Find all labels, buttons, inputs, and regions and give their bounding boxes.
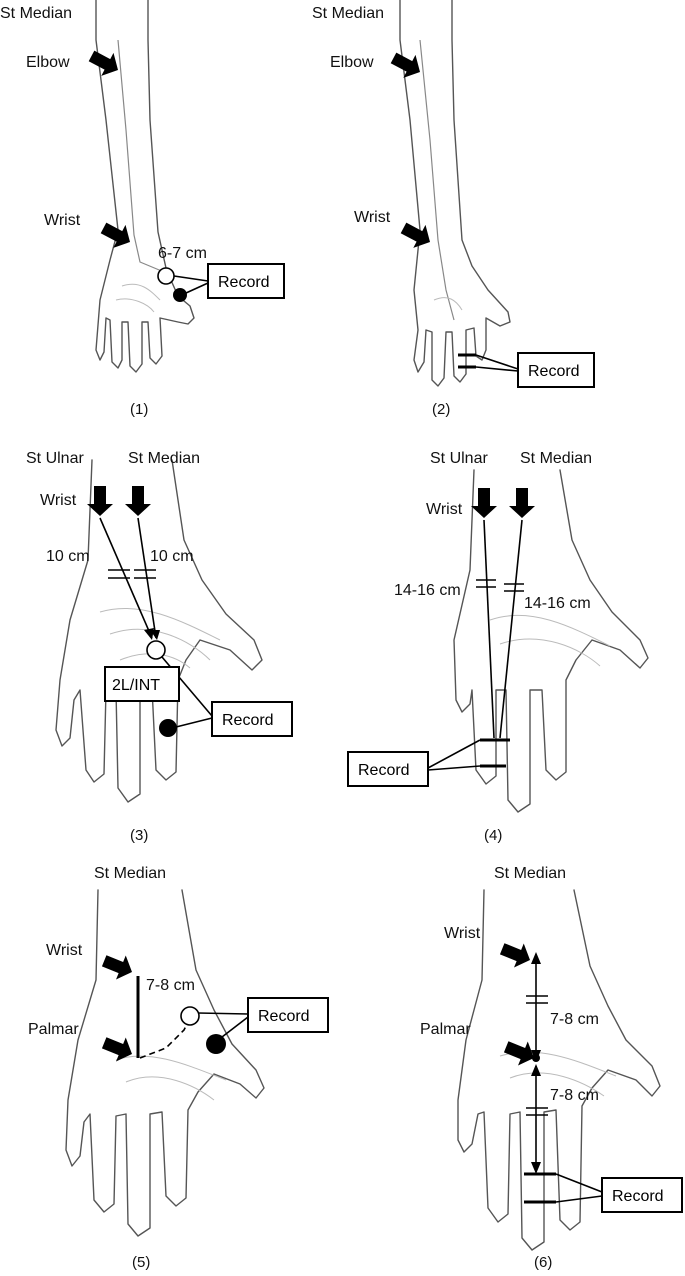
stim-label-wrist: Wrist bbox=[426, 501, 463, 518]
stim-arrow-median bbox=[509, 488, 535, 518]
nerve-label: St Median bbox=[94, 865, 166, 882]
record-label: Record bbox=[358, 762, 410, 779]
distance-tick-marks bbox=[526, 995, 548, 1116]
forearm-hand-drawing-1 bbox=[95, 0, 195, 373]
record-label: Record bbox=[612, 1188, 664, 1205]
record-box bbox=[207, 263, 285, 299]
panel-3: St Ulnar St Median Wrist 10 cm 10 cm Rec… bbox=[26, 450, 293, 844]
stim-arrow-ulnar bbox=[471, 488, 497, 518]
conduction-path-median bbox=[499, 519, 523, 739]
record-pointer-line bbox=[555, 1195, 603, 1203]
recording-electrode-open bbox=[180, 1006, 200, 1026]
panel-caption: (4) bbox=[484, 827, 502, 844]
recording-electrode-open bbox=[146, 640, 166, 660]
stim-label-elbow: Elbow bbox=[330, 54, 374, 71]
recording-electrode-open bbox=[157, 267, 175, 285]
nerve-label: St Median bbox=[494, 865, 566, 882]
record-pointer-line bbox=[197, 1012, 249, 1015]
distance-tick-marks bbox=[476, 579, 524, 592]
stim-arrow-elbow bbox=[387, 46, 427, 84]
distance-label: 6-7 cm bbox=[158, 245, 207, 262]
nerve-label: St Median bbox=[0, 5, 72, 22]
conduction-arrowhead bbox=[144, 628, 154, 640]
record-label: Record bbox=[218, 274, 270, 291]
recording-electrode-filled bbox=[173, 288, 187, 302]
hand-drawing-4 bbox=[453, 469, 649, 813]
measure-arrowhead bbox=[531, 1064, 541, 1076]
stim-label-wrist: Wrist bbox=[444, 925, 481, 942]
record-pointer-line bbox=[427, 739, 481, 769]
stim-label-elbow: Elbow bbox=[26, 54, 70, 71]
stim-label-palmar: Palmar bbox=[28, 1021, 79, 1038]
nerve-label-median: St Median bbox=[128, 450, 200, 467]
nerve-label-ulnar: St Ulnar bbox=[430, 450, 488, 467]
record-label: Record bbox=[258, 1008, 310, 1025]
stim-label-palmar: Palmar bbox=[420, 1021, 471, 1038]
record-pointer-line bbox=[555, 1173, 603, 1193]
nerve-label-median: St Median bbox=[520, 450, 592, 467]
2l-int-label: 2L/INT bbox=[112, 677, 160, 694]
stim-arrow-median bbox=[125, 486, 151, 516]
panel-caption: (6) bbox=[534, 1254, 552, 1271]
panel-1: St Median Elbow Wrist 6-7 cm Record (1) bbox=[0, 0, 285, 418]
panel-4: St Ulnar St Median Wrist 14-16 cm 14-16 … bbox=[347, 450, 649, 844]
record-label: Record bbox=[528, 363, 580, 380]
record-pointer-line bbox=[185, 282, 209, 294]
record-pointer-line bbox=[475, 366, 519, 372]
record-pointer-line bbox=[475, 354, 519, 370]
stim-label-wrist: Wrist bbox=[46, 942, 83, 959]
record-box bbox=[347, 751, 429, 787]
record-pointer-line bbox=[221, 1016, 249, 1038]
stim-dot-palmar bbox=[532, 1054, 540, 1062]
stim-label-wrist: Wrist bbox=[40, 492, 77, 509]
record-label: Record bbox=[222, 712, 274, 729]
panel-caption: (3) bbox=[130, 827, 148, 844]
recording-electrode-filled bbox=[206, 1034, 226, 1054]
distance-tick-marks bbox=[108, 569, 156, 579]
record-box bbox=[517, 352, 595, 388]
panel-2: St Median Elbow Wrist Record (2) bbox=[312, 0, 595, 418]
distance-label-median: 10 cm bbox=[150, 548, 194, 565]
stim-arrow-palmar bbox=[99, 1030, 137, 1067]
distance-label: 7-8 cm bbox=[146, 977, 195, 994]
measure-arrowhead bbox=[531, 1162, 541, 1174]
record-box bbox=[247, 997, 329, 1033]
distance-label-distal: 7-8 cm bbox=[550, 1087, 599, 1104]
nerve-label: St Median bbox=[312, 5, 384, 22]
stim-arrow-wrist bbox=[397, 216, 437, 254]
measure-dashed-path bbox=[139, 1017, 191, 1059]
distance-label-proximal: 7-8 cm bbox=[550, 1011, 599, 1028]
stim-label-wrist: Wrist bbox=[44, 212, 81, 229]
record-pointer-line bbox=[175, 717, 213, 728]
stim-arrow-wrist bbox=[99, 948, 137, 985]
distance-label-median: 14-16 cm bbox=[524, 595, 591, 612]
stim-label-wrist: Wrist bbox=[354, 209, 391, 226]
panel-6: St Median Wrist Palmar 7-8 cm 7-8 cm Rec… bbox=[420, 865, 683, 1271]
stim-arrow-wrist bbox=[497, 936, 535, 973]
conduction-arrowhead bbox=[150, 630, 160, 640]
conduction-path-ulnar bbox=[483, 519, 495, 739]
measure-arrowhead bbox=[531, 952, 541, 964]
panel-5: St Median Wrist Palmar 7-8 cm Record (5) bbox=[28, 865, 329, 1271]
2l-int-box bbox=[104, 666, 180, 702]
record-pointer-line bbox=[173, 275, 209, 282]
panel-caption: (2) bbox=[432, 401, 450, 418]
distance-label-ulnar: 10 cm bbox=[46, 548, 90, 565]
forearm-hand-drawing-2 bbox=[399, 0, 511, 387]
hand-drawing-5 bbox=[65, 889, 265, 1237]
record-pointer-line bbox=[427, 765, 481, 771]
recording-electrode-filled bbox=[159, 719, 177, 737]
nerve-label-ulnar: St Ulnar bbox=[26, 450, 84, 467]
record-box bbox=[211, 701, 293, 737]
record-box bbox=[601, 1177, 683, 1213]
distance-label-ulnar: 14-16 cm bbox=[394, 582, 461, 599]
panel-caption: (1) bbox=[130, 401, 148, 418]
panel-caption: (5) bbox=[132, 1254, 150, 1271]
